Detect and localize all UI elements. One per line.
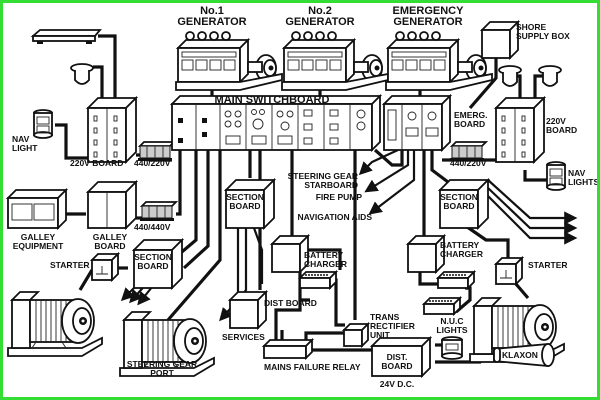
steering-port-label-1: STEERING GEAR: [127, 359, 197, 369]
battery-right-1: [437, 271, 475, 289]
sb-left-label-1: SECTION: [134, 252, 172, 262]
dc-dist-board-label-1: DIST.: [387, 352, 408, 362]
galley-equipment-label-1: GALLEY: [21, 232, 56, 242]
gen2-label-1: No.2: [308, 5, 332, 17]
right-220v-board-label-1: 220V: [546, 116, 566, 126]
sb-center-label-1: SECTION: [226, 192, 264, 202]
battery-charger-right: [407, 235, 445, 273]
nav-light-label-2: LIGHT: [12, 143, 38, 153]
sb-right-label-2: BOARD: [443, 201, 474, 211]
left-220v-board: [87, 97, 137, 163]
galley-board: [85, 179, 139, 231]
dist-board-services: [229, 291, 267, 329]
transformer-galley-label: 440/440V: [134, 222, 171, 232]
dc-dist-board: [369, 335, 433, 379]
mains-failure-relay: [261, 337, 315, 361]
left-220v-board-label: 220V BOARD: [70, 158, 123, 168]
sb-center-label-2: BOARD: [229, 201, 260, 211]
emergency-board: [381, 93, 453, 153]
emerg-gen-label-2: GENERATOR: [393, 16, 462, 28]
galley-board-label-2: BOARD: [94, 241, 125, 251]
feeder-fire-pump: FIRE PUMP: [316, 192, 363, 202]
trans-rectifier-unit: [341, 321, 371, 349]
emerg-gen-label-1: EMERGENCY: [393, 5, 465, 17]
power-distribution-diagram: NAV LIGHT 220V BOARD 440/220V No.1 GENER…: [5, 5, 597, 389]
trans-rectifier-label-2: RECTIFIER: [370, 321, 415, 331]
emerg-board-label-1: EMERG.: [454, 110, 488, 120]
generator-2: [281, 31, 389, 91]
motor-left: [7, 291, 103, 357]
galley-board-label-1: GALLEY: [93, 232, 128, 242]
nuc-lights-label-1: N.U.C: [440, 316, 463, 326]
starter-left: [89, 251, 121, 283]
battery-charger-left: [271, 235, 309, 273]
transformer-right-label: 440/220V: [450, 158, 487, 168]
nav-light-icon: [33, 109, 53, 139]
lamp-right-2: [538, 65, 562, 87]
transformer-galley: [139, 201, 177, 222]
feeder-steering-starboard-1: STEERING GEAR: [288, 171, 358, 181]
bc-right-label-2: CHARGER: [440, 249, 483, 259]
nuc-lights-icon: [441, 336, 463, 360]
starter-right-label: STARTER: [528, 260, 568, 270]
dc-dist-board-label-2: BOARD: [381, 361, 412, 371]
shore-supply-label-2: SUPPLY BOX: [516, 31, 570, 41]
trans-rectifier-label-3: UNIT: [370, 330, 391, 340]
bc-left-label-1: BATTERY: [304, 250, 344, 260]
nav-light-label-1: NAV: [12, 134, 30, 144]
klaxon-label: KLAXON: [502, 350, 538, 360]
right-220v-board: [495, 97, 545, 163]
klaxon-icon: [493, 343, 555, 367]
emergency-generator: [385, 31, 493, 91]
dist-board-label: DIST BOARD: [264, 298, 317, 308]
right-220v-board-label-2: BOARD: [546, 125, 577, 135]
mains-failure-relay-label: MAINS FAILURE RELAY: [264, 362, 361, 372]
bc-left-label-2: CHARGER: [304, 259, 347, 269]
dc-voltage-label: 24V D.C.: [380, 379, 415, 389]
nav-lights-label-1: NAV: [568, 168, 586, 178]
main-switchboard-label: MAIN SWITCHBOARD: [215, 94, 330, 106]
trans-rectifier-label-1: TRANS: [370, 312, 400, 322]
shore-supply-box: [481, 21, 519, 59]
gen1-label-1: No.1: [200, 5, 224, 17]
bc-right-label-1: BATTERY: [440, 240, 480, 250]
nav-lights-label-2: LIGHTS: [568, 177, 597, 187]
main-switchboard: [169, 93, 383, 153]
sb-right-label-1: SECTION: [440, 192, 478, 202]
battery-right-2: [423, 297, 461, 315]
lamp-right-1: [498, 65, 522, 87]
nav-lights-icon: [546, 161, 566, 191]
transformer-left-label: 440/220V: [134, 158, 171, 168]
gen1-label-2: GENERATOR: [177, 16, 246, 28]
gen2-label-2: GENERATOR: [285, 16, 354, 28]
feeder-steering-starboard-2: STARBOARD: [304, 180, 358, 190]
services-label: SERVICES: [222, 332, 265, 342]
generator-1: [175, 31, 283, 91]
shore-supply-label-1: SHORE: [516, 22, 547, 32]
light-fitting: [30, 29, 102, 44]
sb-left-label-2: BOARD: [137, 261, 168, 271]
starter-left-label: STARTER: [50, 260, 90, 270]
steering-port-label-2: PORT: [150, 368, 174, 378]
battery-left: [299, 271, 337, 289]
lamp-left: [70, 63, 94, 85]
feeder-navigation-aids: NAVIGATION AIDS: [298, 212, 373, 222]
emerg-board-label-2: BOARD: [454, 119, 485, 129]
galley-equipment-label-2: EQUIPMENT: [13, 241, 64, 251]
galley-equipment: [5, 187, 69, 231]
nuc-lights-label-2: LIGHTS: [436, 325, 467, 335]
starter-right: [493, 255, 525, 287]
